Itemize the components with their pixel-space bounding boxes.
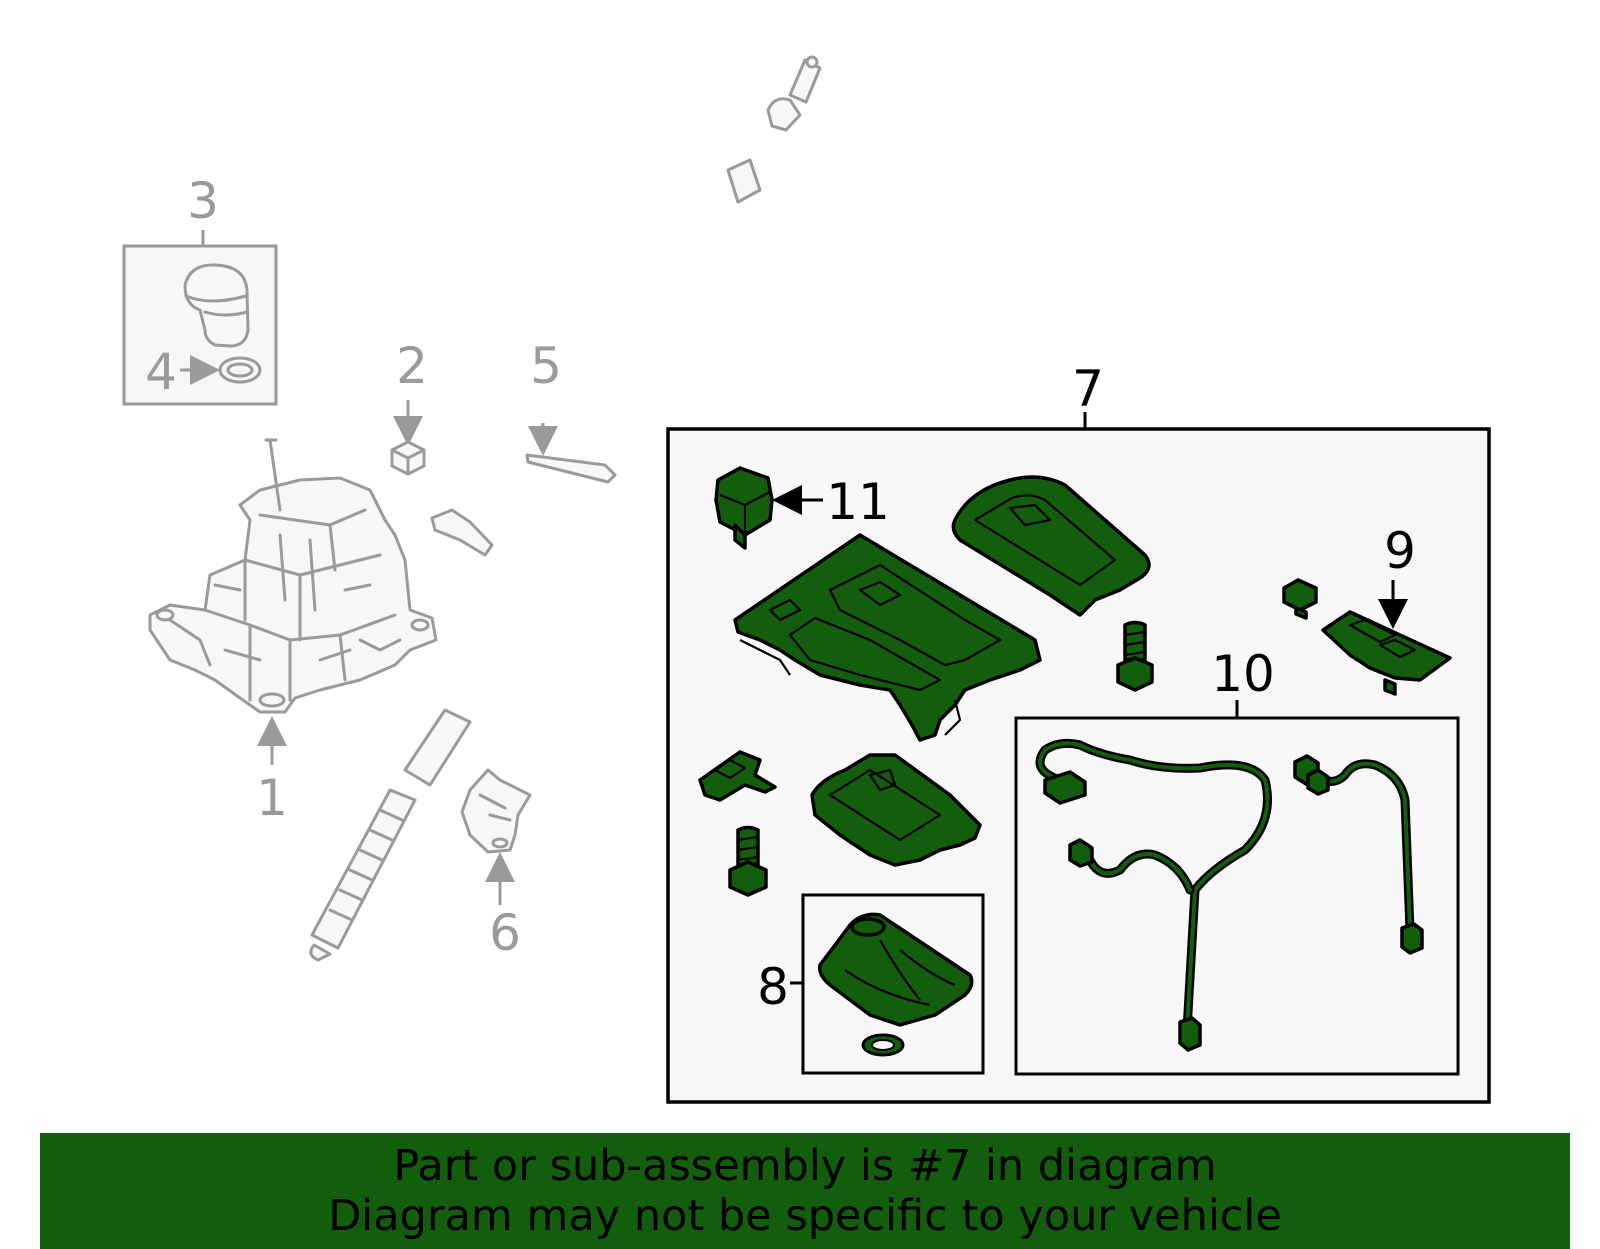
- callout-9: 9: [1384, 522, 1416, 580]
- callout-7: 7: [1072, 360, 1104, 418]
- wiring-harness-branch: [1293, 754, 1424, 955]
- bolt-lower: [728, 825, 768, 897]
- shift-boot: [817, 912, 974, 1027]
- callout-11: 11: [826, 473, 890, 531]
- callout-2: 2: [396, 337, 428, 395]
- banner-line-2: Diagram may not be specific to your vehi…: [328, 1191, 1282, 1241]
- callout-8: 8: [757, 958, 789, 1016]
- boot-ring: [861, 1033, 905, 1057]
- banner-line-1: Part or sub-assembly is #7 in diagram: [393, 1141, 1217, 1191]
- clip-part: [1282, 578, 1318, 620]
- cable-mount-bracket: [460, 768, 532, 905]
- top-trim-panel: [951, 475, 1151, 617]
- callout-3: 3: [187, 172, 219, 230]
- wiring-harness-box: [1014, 700, 1460, 1076]
- shifter-assembly: [148, 438, 438, 765]
- callout-4: 4: [145, 343, 177, 401]
- console-kit-panel: [666, 412, 1491, 1104]
- callout-10: 10: [1211, 645, 1275, 703]
- bolt-upper: [1116, 620, 1154, 692]
- callout-6: 6: [489, 904, 521, 962]
- callout-1: 1: [256, 769, 288, 827]
- nut: [390, 400, 426, 476]
- info-banner: Part or sub-assembly is #7 in diagram Di…: [40, 1133, 1570, 1249]
- wiring-harness-main: [1035, 738, 1272, 1052]
- shift-boot-box: [790, 893, 985, 1075]
- callout-5: 5: [530, 337, 562, 395]
- switch-part: [714, 466, 823, 550]
- small-bracket: [698, 750, 777, 802]
- lower-trim-panel: [810, 753, 982, 867]
- shift-knob-kit-box: [122, 230, 278, 406]
- knob-ring: [218, 356, 262, 384]
- console-bezel: [733, 533, 1042, 742]
- module-part: [1321, 580, 1452, 696]
- cable-bracket: [430, 423, 617, 557]
- shift-knob: [183, 263, 250, 348]
